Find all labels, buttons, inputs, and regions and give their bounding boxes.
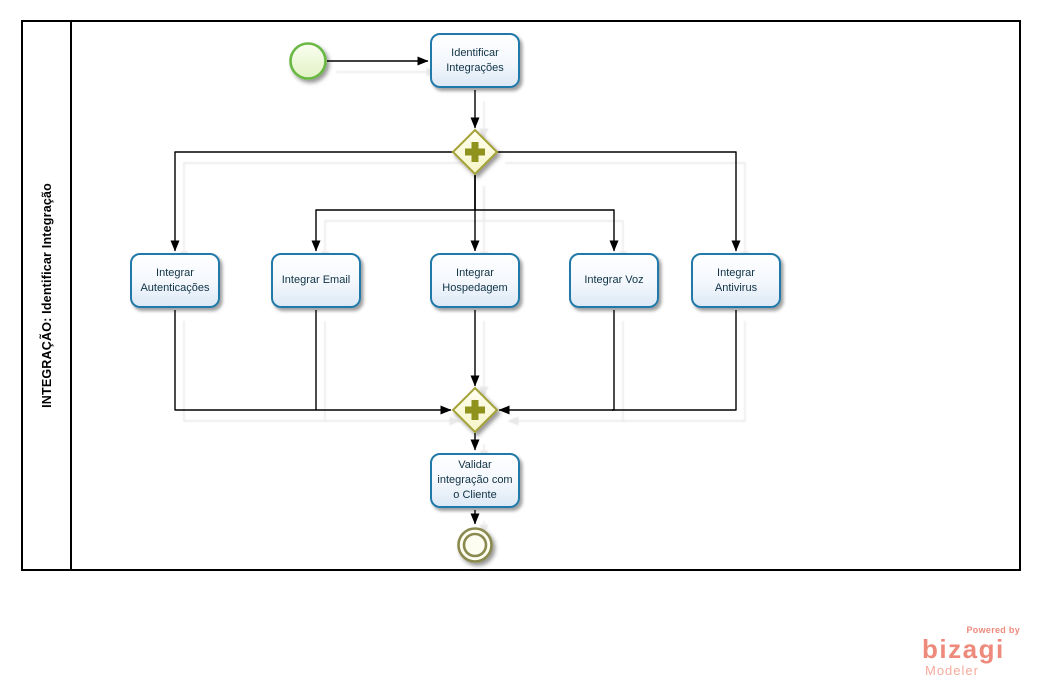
flow-split-to-voz[interactable] (474, 175, 619, 252)
powered-by-text: Powered by (966, 625, 1020, 635)
flow-autenticacoes-to-join[interactable] (174, 310, 452, 415)
plus-icon (465, 142, 485, 162)
task-label: Integrar Hospedagem (442, 266, 508, 294)
task-validar-integracao[interactable]: Validar integração com o Cliente (430, 453, 520, 508)
flow-voz-to-join[interactable] (498, 310, 615, 415)
task-integrar-hospedagem[interactable]: Integrar Hospedagem (430, 253, 520, 308)
flow-antivirus-to-join[interactable] (612, 310, 737, 411)
flow-split-to-email[interactable] (311, 175, 476, 252)
sequence-flows (170, 56, 741, 525)
end-event[interactable] (457, 527, 493, 563)
task-label: Integrar Voz (584, 274, 644, 287)
parallel-gateway-split[interactable] (451, 128, 499, 176)
task-label: Integrar Antivirus (714, 266, 758, 294)
task-label: Validar integração com o Cliente (437, 459, 513, 501)
task-integrar-antivirus[interactable]: Integrar Antivirus (691, 253, 781, 308)
task-integrar-voz[interactable]: Integrar Voz (569, 253, 659, 308)
pool-label-band[interactable]: INTEGRAÇÃO: Identificar Integração (23, 22, 72, 569)
task-label: Identificar Integrações (446, 46, 504, 74)
plus-icon (465, 400, 485, 420)
flow-split-to-autenticacoes[interactable] (170, 151, 454, 252)
modeler-text: Modeler (925, 663, 979, 678)
start-event[interactable] (289, 42, 327, 80)
flow-split-to-antivirus[interactable] (496, 151, 741, 252)
task-identificar-integracoes[interactable]: Identificar Integrações (430, 33, 520, 88)
bizagi-watermark: Powered by bizagi Modeler (922, 625, 1022, 678)
task-integrar-autenticacoes[interactable]: Integrar Autenticações (130, 253, 220, 308)
task-label: Integrar Autenticações (140, 266, 210, 294)
parallel-gateway-join[interactable] (451, 386, 499, 434)
task-integrar-email[interactable]: Integrar Email (271, 253, 361, 308)
bizagi-logo: bizagi (922, 634, 1005, 664)
task-label: Integrar Email (281, 274, 351, 287)
